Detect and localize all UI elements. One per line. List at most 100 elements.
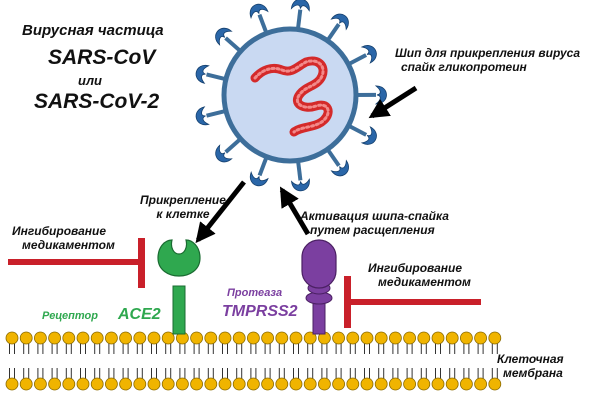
cell-membrane	[5, 331, 502, 391]
receptor-label: Рецептор	[42, 310, 98, 322]
virus-body	[221, 26, 359, 164]
activation-label: Активация шипа-спайка путем расщепления	[300, 209, 449, 238]
activation-label-line2: путем расщепления	[310, 222, 435, 237]
lipid-molecule	[261, 368, 275, 391]
lipid-molecule	[90, 368, 104, 391]
lipid-molecule	[403, 368, 417, 391]
spike-protein	[215, 27, 245, 56]
inhibition-right-line1: Ингибирование	[368, 261, 463, 275]
lipid-molecule	[161, 331, 175, 354]
lipid-molecule	[346, 368, 360, 391]
lipid-molecule	[161, 368, 175, 391]
lipid-molecule	[403, 331, 417, 354]
lipid-molecule	[431, 331, 445, 354]
lipid-molecule	[289, 331, 303, 354]
attachment-arrow	[195, 180, 246, 244]
lipid-molecule	[459, 331, 473, 354]
lipid-molecule	[48, 331, 61, 354]
lipid-molecule	[5, 368, 19, 391]
lipid-molecule	[76, 331, 90, 354]
lipid-molecule	[5, 331, 19, 354]
membrane-label: Клеточная мембрана	[497, 352, 564, 381]
attachment-label: Прикрепление к клетке	[140, 193, 226, 222]
ace2-label: ACE2	[118, 306, 161, 323]
protease-label: Протеаза	[227, 287, 283, 299]
lipid-molecule	[190, 368, 204, 391]
lipid-molecule	[360, 368, 374, 391]
membrane-label-line2: мембрана	[503, 365, 563, 380]
lipid-molecule	[374, 368, 388, 391]
inhibition-left-label: Ингибирование медикаментом	[12, 224, 115, 253]
activation-arrow	[279, 186, 311, 236]
lipid-molecule	[218, 331, 232, 354]
attachment-label-line2: к клетке	[156, 206, 210, 221]
lipid-molecule	[19, 331, 33, 354]
lipid-molecule	[275, 331, 289, 354]
inhibition-left-line2: медикаментом	[22, 237, 115, 252]
lipid-molecule	[76, 368, 90, 391]
spike-label-line2: спайк гликопротеин	[401, 59, 527, 74]
lipid-molecule	[246, 368, 260, 391]
lipid-molecule	[275, 368, 289, 391]
lipid-molecule	[317, 331, 331, 354]
activation-label-line1: Активация шипа-спайка	[300, 209, 449, 223]
viral-rna-texture	[253, 59, 330, 134]
lipid-molecule	[317, 368, 331, 391]
lipid-molecule	[303, 331, 317, 354]
spike-protein	[215, 134, 245, 163]
inhibition-right-label: Ингибирование медикаментом	[368, 261, 471, 290]
lipid-molecule	[261, 331, 275, 354]
attachment-label-line1: Прикрепление	[140, 193, 226, 207]
lipid-molecule	[417, 331, 431, 354]
lipid-molecule	[474, 331, 488, 354]
spike-label-line1: Шип для прикрепления вируса	[395, 46, 581, 60]
virus-particle-title: Вирусная частица	[22, 22, 164, 39]
lipid-molecule	[332, 368, 346, 391]
lipid-molecule	[218, 368, 232, 391]
lipid-molecule	[360, 331, 374, 354]
lipid-molecule	[417, 368, 431, 391]
spike-pointer-arrow	[368, 85, 418, 119]
lipid-molecule	[474, 368, 488, 391]
lipid-molecule	[105, 368, 118, 391]
inhibition-left-line1: Ингибирование	[12, 224, 107, 238]
lipid-molecule	[445, 368, 459, 391]
lipid-molecule	[289, 368, 303, 391]
inhibitor-left	[8, 238, 145, 288]
spike-label: Шип для прикрепления вируса спайк гликоп…	[395, 46, 581, 75]
lipid-molecule	[232, 331, 246, 354]
lipid-molecule	[147, 331, 161, 354]
tmprss2-protease	[301, 239, 337, 335]
lipid-molecule	[459, 368, 473, 391]
lipid-molecule	[431, 368, 445, 391]
lipid-molecule	[488, 368, 502, 391]
lipid-molecule	[246, 331, 260, 354]
membrane-label-line1: Клеточная	[497, 352, 564, 366]
lipid-molecule	[34, 368, 47, 391]
lipid-molecule	[62, 368, 76, 391]
lipid-molecule	[374, 331, 388, 354]
lipid-molecule	[303, 368, 317, 391]
lipid-molecule	[488, 331, 502, 354]
lipid-molecule	[445, 331, 459, 354]
lipid-molecule	[119, 368, 132, 391]
ace2-receptor	[157, 239, 201, 335]
lipid-molecule	[204, 331, 218, 354]
sars-cov-2-label: SARS-CoV-2	[34, 90, 160, 113]
lipid-molecule	[34, 331, 47, 354]
sars-cov-label: SARS-CoV	[48, 46, 156, 69]
lipid-molecule	[19, 368, 33, 391]
lipid-molecule	[147, 368, 161, 391]
inhibition-right-line2: медикаментом	[378, 274, 471, 289]
lipid-molecule	[105, 331, 118, 354]
or-label: или	[78, 73, 102, 88]
lipid-molecule	[133, 331, 147, 354]
tmprss2-label: TMPRSS2	[222, 303, 298, 320]
lipid-molecule	[175, 368, 189, 391]
inhibitor-right	[344, 276, 481, 328]
virus-particle	[195, 0, 387, 192]
lipid-molecule	[190, 331, 204, 354]
lipid-molecule	[90, 331, 104, 354]
lipid-molecule	[48, 368, 61, 391]
